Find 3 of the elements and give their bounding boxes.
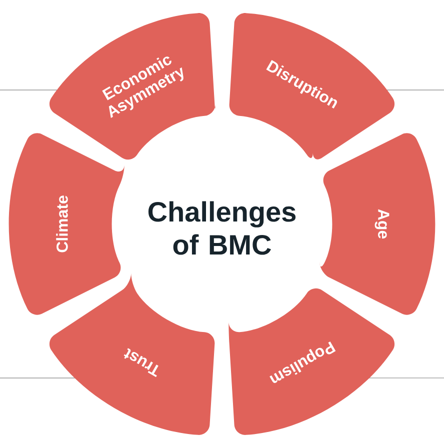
ring-segment: Age — [320, 133, 436, 315]
ring-segment: Climate — [8, 133, 124, 315]
title: Challenges of BMC — [148, 201, 296, 255]
